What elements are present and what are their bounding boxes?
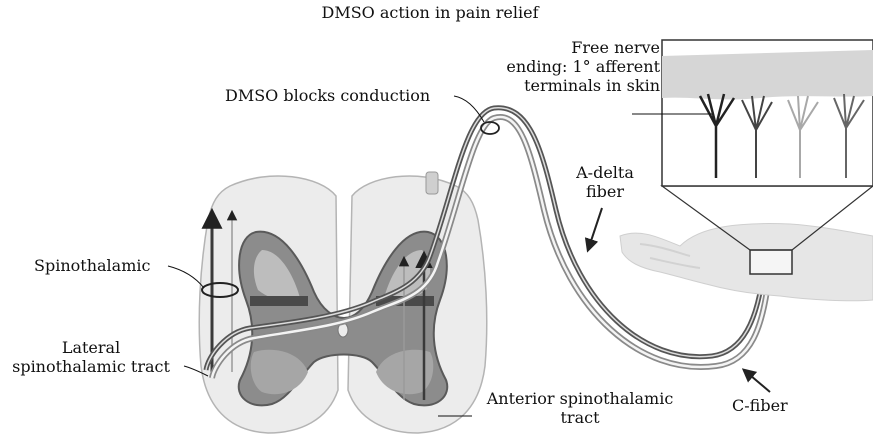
a-delta-arrow	[588, 208, 602, 250]
spinothalamic-label: Spinothalamic	[34, 256, 150, 275]
lamina-band-left	[250, 296, 308, 306]
a-delta-fiber-label: A-delta fiber	[570, 163, 640, 201]
c-fiber-arrow	[744, 370, 770, 392]
skin-sample-box	[750, 250, 792, 274]
a-delta-label-line2: fiber	[570, 182, 640, 201]
free-nerve-label-line3: terminals in skin	[470, 76, 660, 95]
dmso-blocks-label: DMSO blocks conduction	[225, 86, 430, 105]
free-nerve-label-line1: Free nerve	[470, 38, 660, 57]
skin-inset	[662, 40, 873, 250]
anterior-label-line1: Anterior spinothalamic	[470, 389, 690, 408]
dorsal-root-stub	[426, 172, 438, 194]
lateral-label-line1: Lateral	[0, 338, 182, 357]
hand-illustration	[620, 224, 873, 301]
spinothalamic-leader	[168, 266, 204, 288]
anterior-spinothalamic-label: Anterior spinothalamic tract	[470, 389, 690, 427]
diagram-title: DMSO action in pain relief	[300, 3, 560, 22]
anterior-label-line2: tract	[470, 408, 690, 427]
a-delta-label-line1: A-delta	[570, 163, 640, 182]
free-nerve-label-line2: ending: 1° afferent	[470, 57, 660, 76]
lateral-spinothalamic-label: Lateral spinothalamic tract	[0, 338, 182, 376]
hand-shape	[620, 224, 873, 301]
lateral-label-line2: spinothalamic tract	[0, 357, 182, 376]
free-nerve-ending-label: Free nerve ending: 1° afferent terminals…	[470, 38, 660, 95]
c-fiber-label: C-fiber	[732, 396, 788, 415]
epidermis-layer	[662, 50, 873, 99]
